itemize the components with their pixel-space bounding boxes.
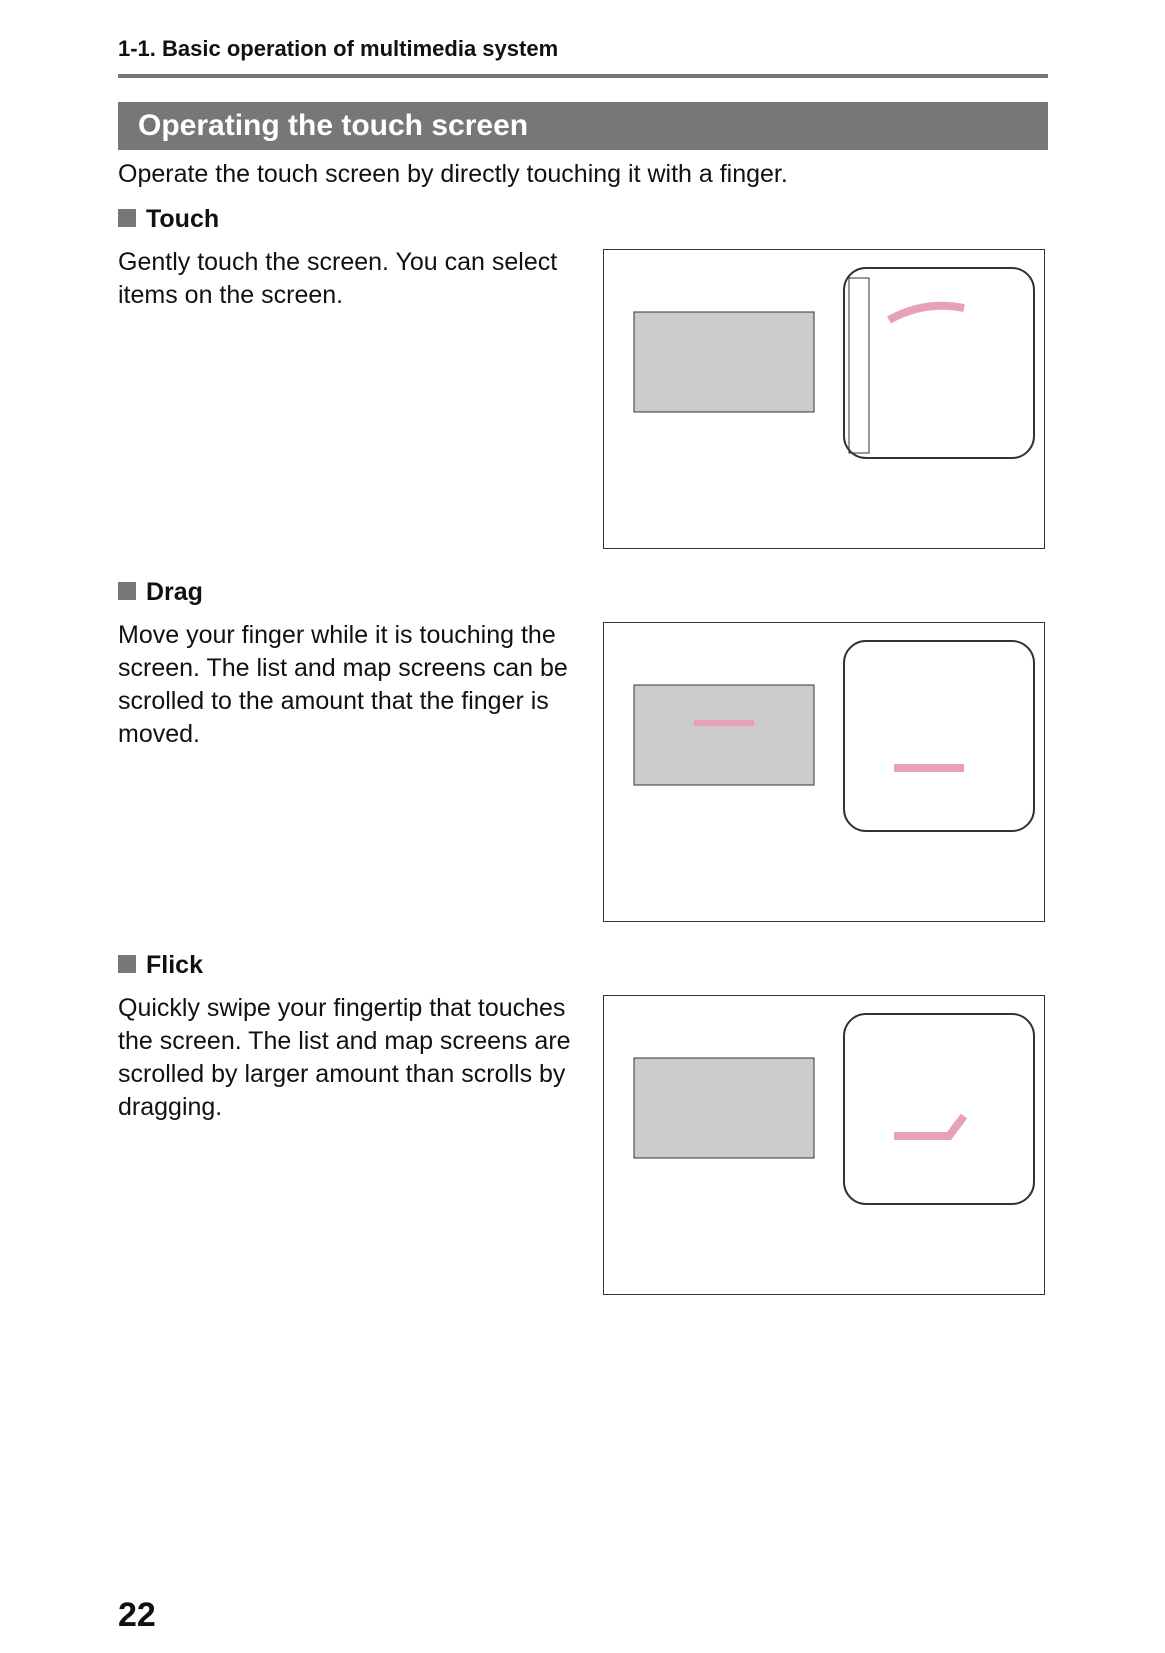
square-bullet-icon bbox=[118, 582, 136, 600]
touch-desc: Gently touch the screen. You can select … bbox=[118, 248, 558, 309]
chapter-header: 1-1. Basic operation of multimedia syste… bbox=[118, 36, 559, 61]
drag-illustration bbox=[603, 622, 1045, 922]
intro-text: Operate the touch screen by directly tou… bbox=[118, 160, 788, 188]
drag-desc: Move your finger while it is touching th… bbox=[118, 621, 568, 748]
page-number: 22 bbox=[118, 1596, 156, 1634]
square-bullet-icon bbox=[118, 209, 136, 227]
header-rule bbox=[118, 74, 1048, 78]
square-bullet-icon bbox=[118, 955, 136, 973]
touch-illustration bbox=[603, 249, 1045, 549]
flick-illustration bbox=[603, 995, 1045, 1295]
section-title: Operating the touch screen bbox=[118, 102, 1048, 150]
flick-desc: Quickly swipe your fingertip that touche… bbox=[118, 994, 571, 1121]
